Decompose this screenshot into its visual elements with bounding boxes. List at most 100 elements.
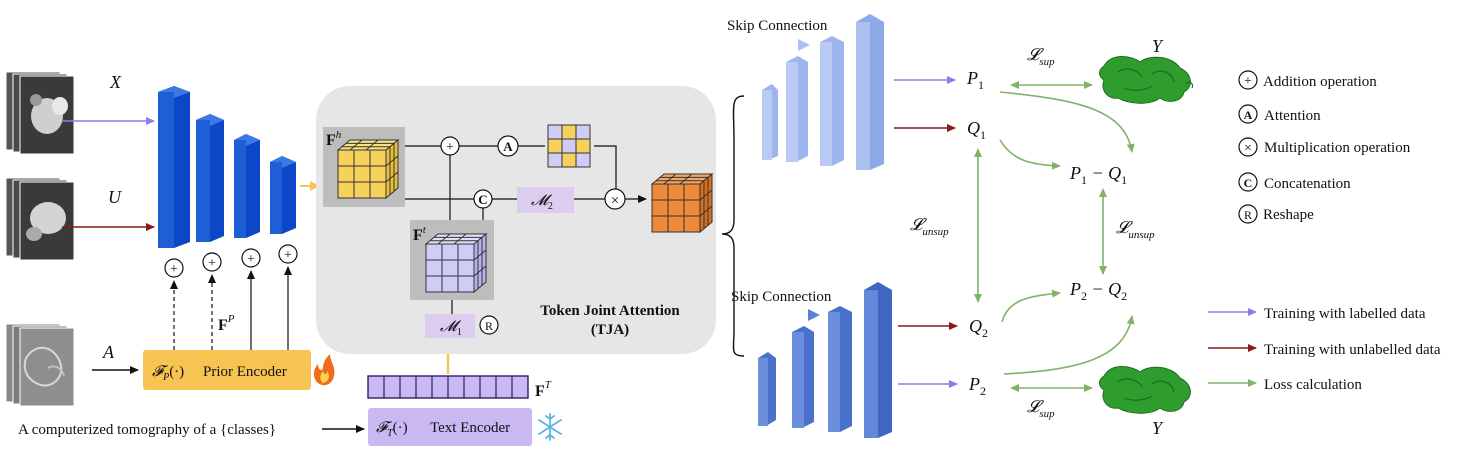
legend-concat: C Concatenation [1238, 172, 1351, 192]
p1-to-y-curve [999, 91, 1135, 153]
legend-concat-icon [1238, 172, 1258, 192]
legend-add-icon [1238, 70, 1258, 90]
m1-box: 𝓜1 [425, 314, 475, 338]
m1-label: 𝓜1 [440, 319, 462, 338]
decoder-top-block-3 [820, 36, 844, 166]
legend-labelled: Training with labelled data [1208, 306, 1426, 322]
svg-text:A: A [1244, 108, 1253, 122]
tja-mul-circle: × [604, 188, 626, 210]
legend-reshape-label: Reshape [1263, 207, 1314, 223]
legend-unlabelled: Training with unlabelled data [1208, 342, 1441, 358]
legend-add: + Addition operation [1238, 70, 1377, 90]
svg-text:+: + [247, 252, 255, 267]
tja-output-cube [650, 172, 714, 234]
legend-concat-label: Concatenation [1264, 176, 1351, 192]
decoder-top-block-2 [786, 56, 808, 162]
decoder-top [762, 14, 884, 170]
encoder-block-3 [234, 134, 260, 238]
legend-attention: A Attention [1238, 104, 1321, 124]
tja-attention-circle: A [497, 135, 519, 157]
encoder-add-circles: + + + + [164, 244, 298, 278]
text-encoder-name: Text Encoder [430, 420, 510, 436]
text-encoder-box: 𝓕T(·) Text Encoder [368, 408, 532, 446]
decoder-bottom-block-4 [864, 282, 892, 438]
y-top-organ [1099, 56, 1194, 104]
q1-to-diff-arrow [999, 139, 1061, 170]
tja-title: Token Joint Attention [540, 303, 680, 319]
encoder-block-4 [270, 156, 296, 234]
ft-cube: Ft [410, 220, 494, 300]
svg-text:+: + [170, 262, 178, 277]
input-image-a [5, 323, 75, 407]
svg-text:C: C [478, 192, 487, 207]
snowflake-icon [538, 413, 562, 441]
add-circle-1: + [164, 258, 184, 278]
p2-minus-q2-label: P2 − Q2 [1069, 279, 1127, 303]
y-bottom-organ [1099, 366, 1191, 414]
p2-to-y-curve [1003, 315, 1135, 375]
encoder-block-2 [196, 114, 224, 242]
decoder-top-block-1 [762, 84, 778, 160]
loss-unsup-left-label: 𝓛unsup [910, 215, 949, 238]
svg-text:+: + [446, 140, 454, 155]
input-a-label: A [102, 342, 115, 362]
decoder-bottom-block-2 [792, 326, 814, 428]
text-encoder-fn: 𝓕T(·) [376, 420, 408, 439]
legend-mul-label: Multiplication operation [1264, 140, 1411, 156]
legend: + Addition operation A Attention × Multi… [1208, 70, 1441, 393]
m2-label: 𝓜2 [531, 193, 553, 212]
q2-to-diff-arrow [1001, 289, 1061, 323]
fh-label: Fh [326, 129, 342, 149]
svg-text:×: × [1244, 141, 1252, 156]
tja-add-circle: + [440, 136, 460, 156]
q2-label: Q2 [969, 316, 988, 340]
svg-text:+: + [284, 248, 292, 263]
output-brace [721, 95, 745, 357]
tja-flow-lines [405, 145, 617, 220]
add-circle-2: + [202, 252, 222, 272]
svg-text:R: R [485, 319, 493, 333]
svg-text:A: A [503, 139, 513, 154]
p2-label: P2 [968, 374, 986, 398]
prior-encoder-box: 𝓕P(·) Prior Encoder [143, 350, 311, 390]
fp-label: FP [218, 313, 235, 334]
attention-map-grid [547, 124, 591, 168]
legend-mul-icon [1238, 137, 1258, 157]
m2-box: 𝓜2 [517, 187, 574, 213]
tja-abbr: (TJA) [591, 322, 629, 338]
ft-token-label: FT [535, 379, 552, 400]
fh-cube: Fh [323, 127, 405, 207]
loss-sup-top-label: 𝓛sup [1027, 45, 1055, 68]
legend-add-label: Addition operation [1263, 74, 1377, 90]
p1-minus-q1-label: P1 − Q1 [1069, 163, 1127, 187]
input-u-label: U [108, 187, 122, 207]
encoder-block-1 [158, 86, 190, 248]
legend-mul: × Multiplication operation [1238, 137, 1411, 157]
legend-labelled-label: Training with labelled data [1264, 306, 1426, 322]
svg-text:C: C [1244, 176, 1253, 190]
legend-loss-label: Loss calculation [1264, 377, 1362, 393]
loss-unsup-right-label: 𝓛unsup [1116, 218, 1155, 241]
legend-loss: Loss calculation [1208, 377, 1362, 393]
y-top-label: Y [1152, 36, 1164, 56]
add-circle-4: + [278, 244, 298, 264]
svg-text:×: × [611, 193, 619, 209]
decoder-top-block-4 [856, 14, 884, 170]
skip-connection-bottom-label: Skip Connection [731, 289, 832, 305]
loss-sup-bottom-label: 𝓛sup [1027, 397, 1055, 420]
svg-text:+: + [208, 256, 216, 271]
legend-attention-label: Attention [1264, 108, 1321, 124]
input-image-x [5, 71, 75, 155]
legend-reshape: R Reshape [1238, 204, 1314, 224]
y-bottom-label: Y [1152, 418, 1164, 438]
input-x-label: X [109, 72, 122, 92]
p1-label: P1 [966, 68, 984, 92]
svg-text:R: R [1244, 208, 1252, 222]
legend-attention-icon [1238, 104, 1258, 124]
skip-connection-top-label: Skip Connection [727, 18, 828, 34]
input-image-u [5, 177, 75, 261]
decoder-bottom-block-1 [758, 352, 776, 426]
image-encoder [158, 86, 296, 248]
fire-icon [313, 354, 335, 386]
